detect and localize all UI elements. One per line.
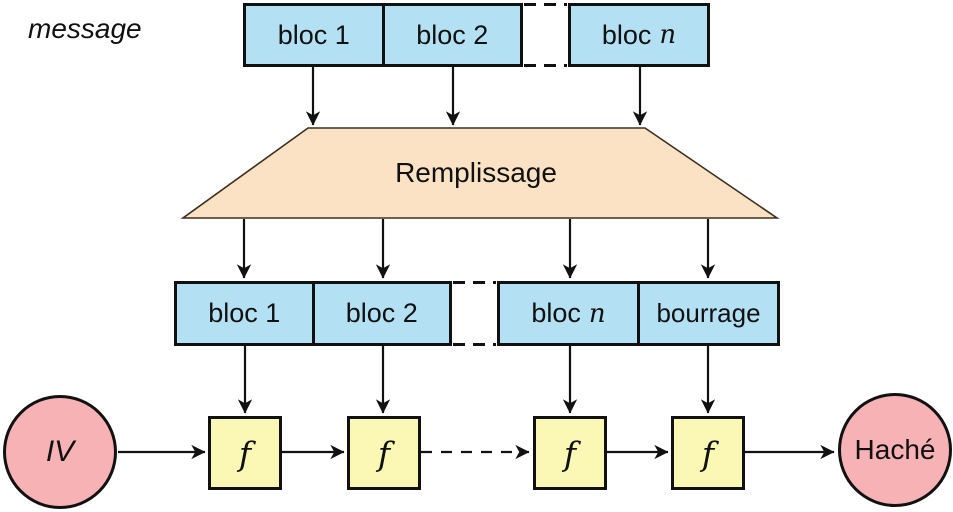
f-box-1: f [208,416,282,490]
top-row-bloc-2: bloc 2 [381,6,521,64]
second-row-bourrage: bourrage [637,284,777,343]
f-box-4: f [671,416,745,490]
arrows-padding-to-blocks [236,219,716,279]
second-row-ellipsis-dashes [453,281,496,346]
top-row-bloc-n: bloc n [568,3,710,67]
top-row-group: bloc 1 bloc 2 [243,3,523,67]
second-row-bloc-2: bloc 2 [311,284,450,343]
second-row-bloc-n-prefix: bloc [531,298,581,328]
arrows-blocks-to-f [237,346,716,414]
top-row-bloc-n-prefix: bloc [601,19,652,50]
hash-output-node: Haché [838,393,952,507]
iv-node: IV [3,395,117,509]
arrows-message-to-padding [305,67,648,126]
second-row-group-left: bloc 1 bloc 2 [174,281,452,346]
second-row-group-right: bloc n bourrage [497,281,780,346]
top-row-bloc-n-var: n [659,20,677,50]
top-row-bloc-1: bloc 1 [277,19,350,50]
message-label: message [28,13,142,44]
padding-trapezoid [180,127,780,219]
second-row-bloc-1: bloc 1 [208,298,281,328]
f-box-3: f [533,416,607,490]
top-row-ellipsis-dashes [524,3,567,67]
second-row-bloc-n: bloc n [500,284,637,343]
second-row-bloc-n-var: n [588,298,606,329]
f-box-2: f [347,416,421,490]
remplissage-label: Remplissage [395,157,557,188]
